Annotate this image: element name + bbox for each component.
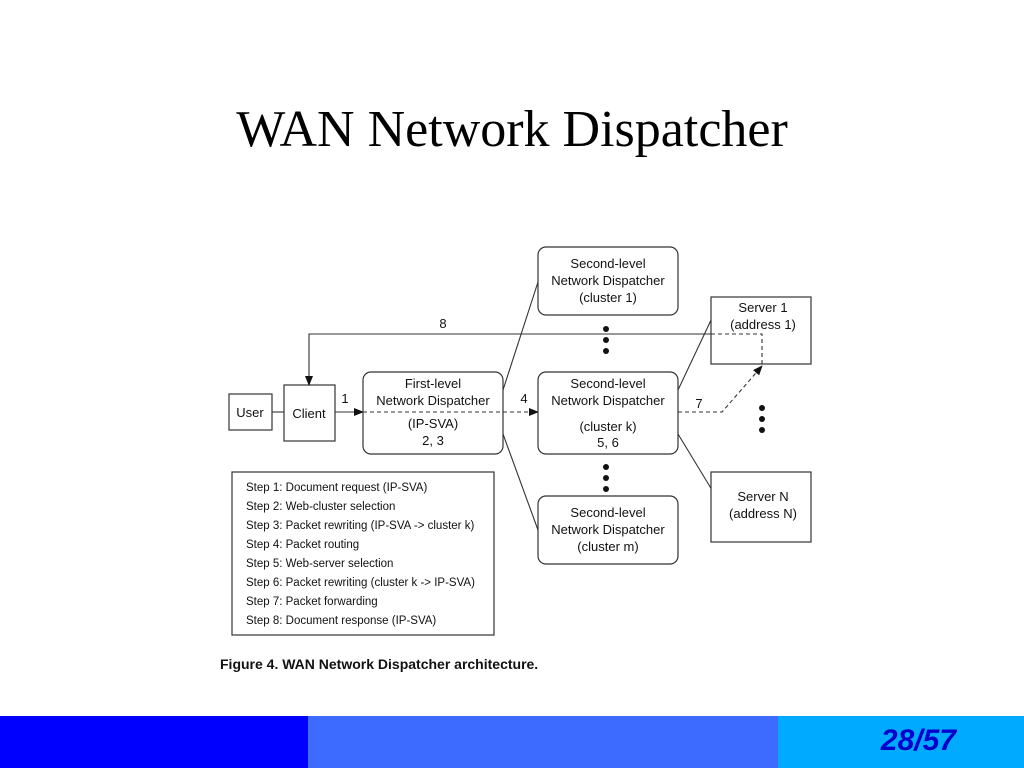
label-step-4: 4 <box>520 391 527 406</box>
server-n-line1: Server N <box>737 489 788 504</box>
step-item-7: Step 7: Packet forwarding <box>246 596 378 608</box>
ellipsis-dots-lower <box>603 464 609 492</box>
footer-left-segment <box>0 716 308 768</box>
second-top-line1: Second-level <box>570 256 645 271</box>
user-label: User <box>236 405 264 420</box>
second-bot-line3: (cluster m) <box>577 539 638 554</box>
arrow-step-8 <box>305 333 711 386</box>
step-item-1: Step 1: Document request (IP-SVA) <box>246 482 427 494</box>
step-item-8: Step 8: Document response (IP-SVA) <box>246 615 436 627</box>
label-step-1: 1 <box>341 391 348 406</box>
steps-legend: Step 1: Document request (IP-SVA) Step 2… <box>231 471 495 636</box>
step-item-6: Step 6: Packet rewriting (cluster k -> I… <box>246 577 475 589</box>
step-item-4: Step 4: Packet routing <box>246 539 359 551</box>
server-n-node: Server N (address N) <box>710 471 812 543</box>
link-cluster-k-to-server-1 <box>677 317 713 391</box>
ellipsis-dots-servers <box>759 405 765 433</box>
server-1-node: Server 1 (address 1) <box>710 296 812 365</box>
user-node: User <box>228 393 273 431</box>
second-top-line3: (cluster 1) <box>579 290 637 305</box>
ellipsis-dots-upper <box>603 326 609 354</box>
second-level-dispatcher-cluster-1: Second-level Network Dispatcher (cluster… <box>537 246 679 316</box>
second-mid-line3: (cluster k) <box>579 419 636 434</box>
second-top-line2: Network Dispatcher <box>551 273 665 288</box>
architecture-diagram: User Client 1 First-level Network Dispat… <box>220 246 812 672</box>
link-first-to-cluster-1 <box>502 281 539 391</box>
second-mid-line4: 5, 6 <box>597 435 619 450</box>
server-1-line2: (address 1) <box>730 317 796 332</box>
second-mid-line1: Second-level <box>570 376 645 391</box>
footer-right-segment <box>778 716 1024 768</box>
second-bot-line2: Network Dispatcher <box>551 522 665 537</box>
server-1-dashed-route <box>711 333 763 364</box>
label-step-8: 8 <box>439 316 446 331</box>
second-level-dispatcher-cluster-k: Second-level Network Dispatcher (cluster… <box>537 371 679 455</box>
server-1-line1: Server 1 <box>738 300 787 315</box>
label-step-7: 7 <box>695 396 702 411</box>
footer-bar: 28/57 <box>0 716 1024 768</box>
first-level-line2: Network Dispatcher <box>376 393 490 408</box>
second-mid-line2: Network Dispatcher <box>551 393 665 408</box>
second-level-dispatcher-cluster-m: Second-level Network Dispatcher (cluster… <box>537 495 679 565</box>
first-level-line1: First-level <box>405 376 461 391</box>
footer-middle-segment <box>308 716 778 768</box>
link-cluster-k-to-server-n <box>677 433 713 491</box>
step-item-5: Step 5: Web-server selection <box>246 558 393 570</box>
step-item-3: Step 3: Packet rewriting (IP-SVA -> clus… <box>246 520 474 532</box>
page-number: 28/57 <box>880 724 956 757</box>
server-n-line2: (address N) <box>729 506 797 521</box>
second-bot-line1: Second-level <box>570 505 645 520</box>
link-first-to-cluster-m <box>502 433 539 531</box>
first-level-line3: (IP-SVA) <box>408 416 458 431</box>
client-label: Client <box>292 406 326 421</box>
arrow-step-7 <box>678 365 763 413</box>
client-node: Client <box>283 384 336 442</box>
first-level-dispatcher: First-level Network Dispatcher (IP-SVA) … <box>362 371 504 455</box>
slide-title: WAN Network Dispatcher <box>236 101 788 158</box>
figure-caption: Figure 4. WAN Network Dispatcher archite… <box>220 656 538 672</box>
step-item-2: Step 2: Web-cluster selection <box>246 501 395 513</box>
first-level-line4: 2, 3 <box>422 433 444 448</box>
